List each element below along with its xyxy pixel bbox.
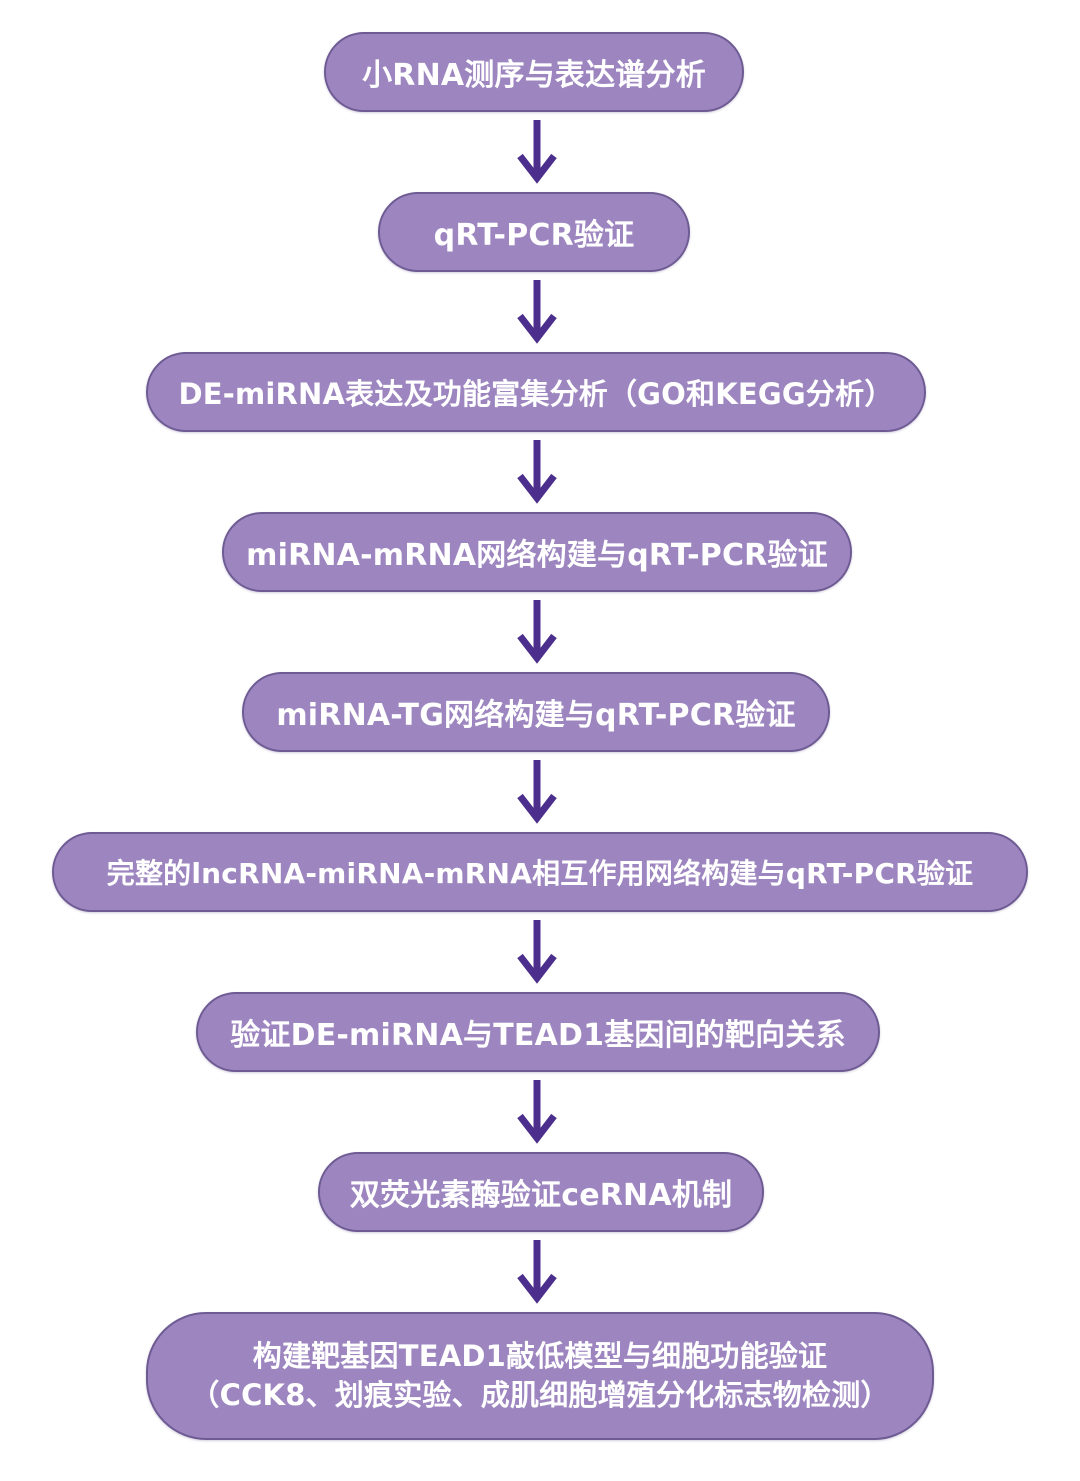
step-8-dual-luciferase: 双荧光素酶验证ceRNA机制 [318,1152,764,1232]
flow-arrow-5 [517,758,557,826]
step-4-mirna-mrna-network: miRNA-mRNA网络构建与qRT-PCR验证 [222,512,852,592]
flow-arrow-2 [517,278,557,346]
step-7-targeting-validation: 验证DE-miRNA与TEAD1基因间的靶向关系 [196,992,880,1072]
step-3-de-mirna-enrichment: DE-miRNA表达及功能富集分析（GO和KEGG分析） [146,352,926,432]
step-1-small-rna-sequencing: 小RNA测序与表达谱分析 [324,32,744,112]
step-3-label: DE-miRNA表达及功能富集分析（GO和KEGG分析） [178,377,894,411]
step-7-label: 验证DE-miRNA与TEAD1基因间的靶向关系 [230,1018,846,1053]
step-9-tead1-knockdown: 构建靶基因TEAD1敲低模型与细胞功能验证 （CCK8、划痕实验、成肌细胞增殖分… [146,1312,934,1440]
step-2-qrt-pcr-validation: qRT-PCR验证 [378,192,690,272]
step-6-lncrna-mirna-mrna-network: 完整的lncRNA-miRNA-mRNA相互作用网络构建与qRT-PCR验证 [52,832,1028,912]
step-5-label: miRNA-TG网络构建与qRT-PCR验证 [276,698,796,733]
step-2-label: qRT-PCR验证 [433,218,635,253]
step-6-label: 完整的lncRNA-miRNA-mRNA相互作用网络构建与qRT-PCR验证 [106,857,974,890]
flow-arrow-4 [517,598,557,666]
step-8-label: 双荧光素酶验证ceRNA机制 [349,1178,733,1213]
step-1-label: 小RNA测序与表达谱分析 [362,58,706,93]
flow-arrow-8 [517,1238,557,1306]
flow-arrow-7 [517,1078,557,1146]
step-9-line-2: （CCK8、划痕实验、成肌细胞增殖分化标志物检测） [190,1378,890,1412]
step-5-mirna-tg-network: miRNA-TG网络构建与qRT-PCR验证 [242,672,830,752]
flow-arrow-3 [517,438,557,506]
step-9-line-1: 构建靶基因TEAD1敲低模型与细胞功能验证 [252,1338,828,1373]
flow-arrow-6 [517,918,557,986]
flow-arrow-1 [517,118,557,186]
step-4-label: miRNA-mRNA网络构建与qRT-PCR验证 [246,538,828,573]
